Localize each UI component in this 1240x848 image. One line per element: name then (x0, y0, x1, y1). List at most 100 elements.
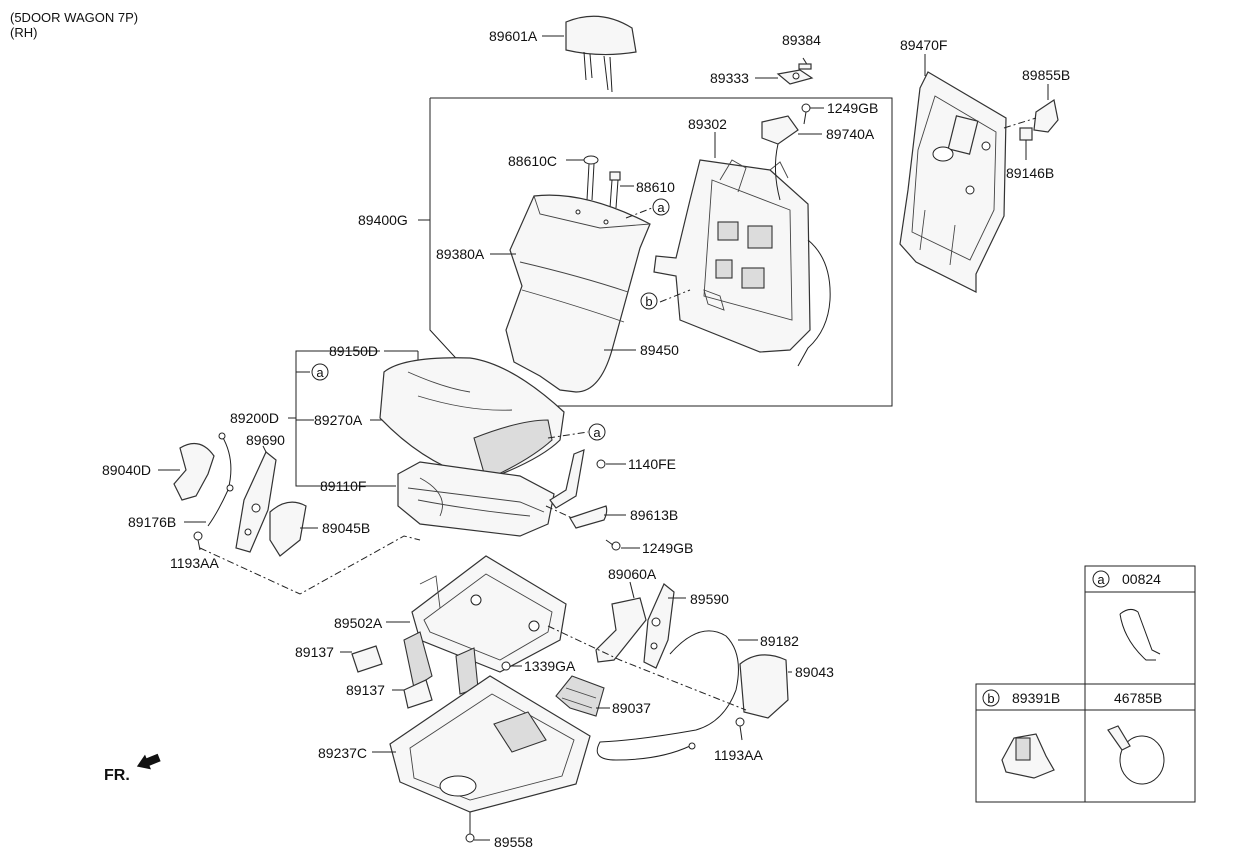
label-89470F: 89470F (900, 37, 947, 53)
bracket-1140FE-part[interactable] (549, 449, 606, 509)
marker-a-line-top (625, 207, 653, 219)
label-1249GB-top: 1249GB (827, 100, 878, 116)
label-89740A: 89740A (826, 126, 875, 142)
seatback-cushion-part[interactable] (505, 194, 651, 393)
label-89146B: 89146B (1006, 165, 1054, 181)
label-88610C: 88610C (508, 153, 557, 169)
label-89200D: 89200D (230, 410, 279, 426)
legend-label-46785B: 46785B (1114, 690, 1162, 706)
front-direction-label: FR. (104, 767, 130, 784)
label-89601A: 89601A (489, 28, 538, 44)
marker-b-line (659, 289, 691, 303)
label-89384: 89384 (782, 32, 821, 48)
label-89040D: 89040D (102, 462, 151, 478)
header-line-side: (RH) (10, 25, 38, 40)
label-89400G: 89400G (358, 212, 408, 228)
label-89613B: 89613B (630, 507, 678, 523)
seat-cushion-part[interactable] (379, 357, 565, 481)
bracket-89137-b-part[interactable] (403, 679, 433, 709)
bolt-1339GA-part[interactable] (501, 661, 511, 671)
label-1193AA-right: 1193AA (714, 747, 763, 763)
svg-text:b: b (987, 691, 994, 706)
bolt-89558-part[interactable] (465, 812, 475, 843)
label-89043: 89043 (795, 664, 834, 680)
leader-89060A (629, 581, 635, 599)
cover-89043-part[interactable] (739, 654, 789, 719)
legend-table (975, 565, 1196, 803)
diagram-header: (5DOOR WAGON 7P) (RH) (10, 10, 138, 40)
label-89270A: 89270A (314, 412, 363, 428)
cable-89690-part[interactable] (207, 432, 234, 527)
seat-frame-part[interactable] (397, 461, 555, 537)
cover-89613B-part[interactable] (569, 505, 608, 529)
recliner-handle-89740A-part[interactable] (761, 115, 799, 201)
legend-label-89391B: 89391B (1012, 690, 1060, 706)
bracket-89137-a-part[interactable] (351, 645, 383, 673)
cable-89182-part[interactable] (596, 630, 739, 761)
label-89450: 89450 (640, 342, 679, 358)
legend-tie-46785B-part[interactable] (1107, 725, 1165, 785)
marker-b-seatback: b (640, 292, 658, 310)
headrest-part[interactable] (565, 15, 637, 93)
assembly-line-89855B (1003, 117, 1037, 129)
label-1249GB-mid: 1249GB (642, 540, 693, 556)
bezel-89146B-part[interactable] (1019, 127, 1033, 141)
seatback-frame-part[interactable] (653, 159, 811, 353)
label-89182: 89182 (760, 633, 799, 649)
lower-frame-89502A-part[interactable] (403, 555, 567, 695)
label-89690: 89690 (246, 432, 285, 448)
bolt-1249GB-mid-part[interactable] (605, 539, 621, 551)
cover-89060A-part[interactable] (595, 597, 647, 663)
side-cover-89040D-part[interactable] (173, 442, 215, 501)
bolt-1193AA-right-part[interactable] (735, 717, 745, 741)
cover-89045B-part[interactable] (269, 501, 307, 557)
svg-text:a: a (316, 365, 324, 380)
label-89333: 89333 (710, 70, 749, 86)
header-line-model: (5DOOR WAGON 7P) (10, 10, 139, 25)
assembly-line-right (547, 625, 747, 711)
label-89137-a: 89137 (295, 644, 334, 660)
front-direction-arrow-icon (136, 753, 161, 770)
label-89855B: 89855B (1022, 67, 1070, 83)
seatback-group-frame (429, 97, 893, 407)
recliner-89590-part[interactable] (643, 583, 675, 669)
guide-88610C-part[interactable] (583, 155, 599, 201)
label-1193AA-left: 1193AA (170, 555, 219, 571)
handle-89855B-part[interactable] (1033, 99, 1059, 133)
label-89110F: 89110F (320, 478, 366, 494)
label-89137-b: 89137 (346, 682, 385, 698)
label-89045B: 89045B (322, 520, 370, 536)
label-89558: 89558 (494, 834, 533, 848)
assembly-line-89613B (545, 505, 573, 519)
label-1339GA: 1339GA (524, 658, 576, 674)
label-89380A: 89380A (436, 246, 485, 262)
label-89590: 89590 (690, 591, 729, 607)
marker-a-line-seat (547, 431, 589, 439)
pad-89037-part[interactable] (555, 675, 605, 717)
clip-89384-part[interactable] (798, 57, 812, 70)
label-89237C: 89237C (318, 745, 367, 761)
marker-a-seat-frame: a (588, 423, 606, 441)
label-88610: 88610 (636, 179, 675, 195)
label-1140FE: 1140FE (628, 456, 676, 472)
label-89060A: 89060A (608, 566, 657, 582)
legend-marker-a: a (1092, 570, 1110, 588)
bracket-89333-part[interactable] (776, 69, 814, 85)
label-89302: 89302 (688, 116, 727, 132)
bolt-1249GB-top-part[interactable] (801, 103, 811, 125)
label-89176B: 89176B (128, 514, 176, 530)
lower-cover-89237C-part[interactable] (389, 675, 591, 813)
seatback-rear-cover-part[interactable] (899, 71, 1007, 293)
svg-text:a: a (1097, 572, 1105, 587)
guide-88610-part[interactable] (609, 171, 621, 209)
legend-clip-00824-part[interactable] (1119, 608, 1161, 661)
legend-label-00824: 00824 (1122, 571, 1161, 587)
legend-marker-b: b (982, 689, 1000, 707)
legend-bracket-89391B-part[interactable] (1001, 733, 1055, 779)
bolt-1193AA-left-part[interactable] (193, 531, 203, 551)
leader-89690 (262, 445, 267, 453)
label-89037: 89037 (612, 700, 651, 716)
assembly-line-left (199, 535, 421, 595)
marker-a-seat-cushion: a (311, 363, 329, 381)
